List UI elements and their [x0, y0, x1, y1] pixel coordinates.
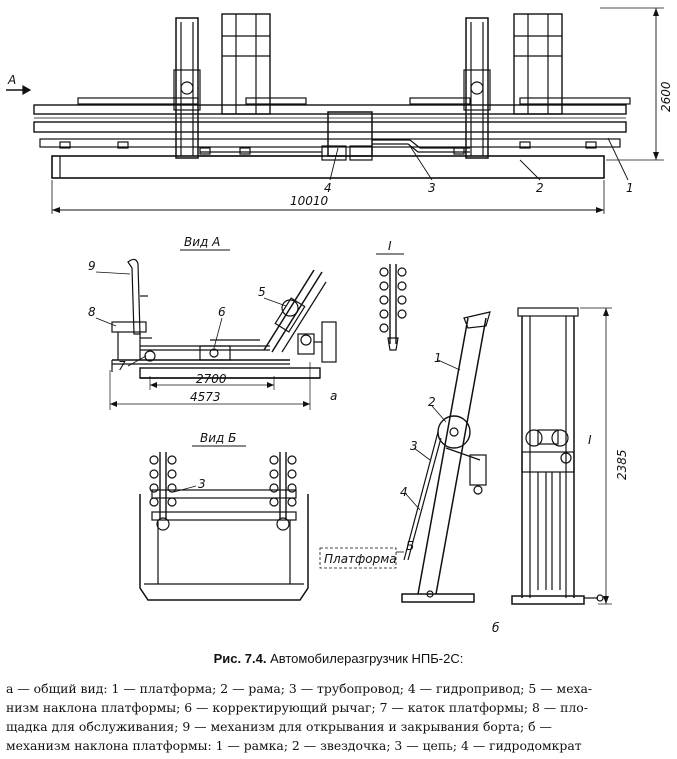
view-a-callout-5: 5: [258, 285, 266, 299]
tilt-callout-4: 4: [400, 485, 408, 499]
view-b-drawing: [139, 445, 309, 601]
view-a-title: Вид А: [184, 235, 220, 249]
dim-4573: 4573: [190, 390, 221, 404]
caption-line-2: низм наклона платформы; 6 — корректирующ…: [6, 700, 588, 715]
top-callout-1: 1: [626, 181, 634, 195]
view-b-title: Вид Б: [200, 431, 236, 445]
top-callout-3: 3: [428, 181, 436, 195]
figure-caption-title: Рис. 7.4. Автомобилеразгрузчик НПБ-2С:: [0, 651, 677, 666]
top-callout-4: 4: [324, 181, 332, 195]
tilt-mechanism-front: [511, 307, 612, 605]
tilt-callout-3: 3: [410, 439, 418, 453]
view-a-callout-8: 8: [88, 305, 96, 319]
detail-i-label: I: [388, 239, 392, 253]
sub-letter-a: а: [330, 389, 337, 403]
dim-10010: 10010: [290, 194, 329, 208]
b-marker: Б: [406, 539, 414, 553]
dim-2600: 2600: [659, 81, 673, 112]
figure-title: Автомобилеразгрузчик НПБ-2С:: [270, 651, 464, 666]
view-a-callout-7: 7: [118, 359, 126, 373]
detail-i-ref: I: [588, 433, 592, 447]
general-side-view: [6, 7, 664, 214]
view-a-callout-6: 6: [218, 305, 226, 319]
detail-i-drawing: [376, 253, 407, 351]
tilt-mechanism-side: [319, 311, 491, 603]
figure-number: Рис. 7.4.: [213, 651, 267, 666]
top-callout-2: 2: [536, 181, 544, 195]
caption-line-4: механизм наклона платформы: 1 — рамка; 2…: [6, 738, 582, 753]
dim-2385: 2385: [615, 449, 629, 480]
view-a-callout-9: 9: [88, 259, 96, 273]
figure-caption-body: а — общий вид: 1 — платформа; 2 — рама; …: [6, 679, 670, 755]
tilt-callout-1: 1: [434, 351, 442, 365]
arrow-a-label: A: [7, 73, 16, 87]
view-a-drawing: [95, 249, 337, 410]
dim-2700: 2700: [196, 372, 227, 386]
sub-letter-b: б: [492, 621, 500, 635]
technical-drawing: A 2600 10010 4 3 2 1: [6, 7, 673, 635]
tilt-callout-2: 2: [428, 395, 436, 409]
caption-line-3: щадка для обслуживания; 9 — механизм для…: [6, 719, 552, 734]
caption-line-1: а — общий вид: 1 — платформа; 2 — рама; …: [6, 681, 593, 696]
platform-label: Платформа: [324, 552, 397, 566]
view-b-callout-3: 3: [198, 477, 206, 491]
